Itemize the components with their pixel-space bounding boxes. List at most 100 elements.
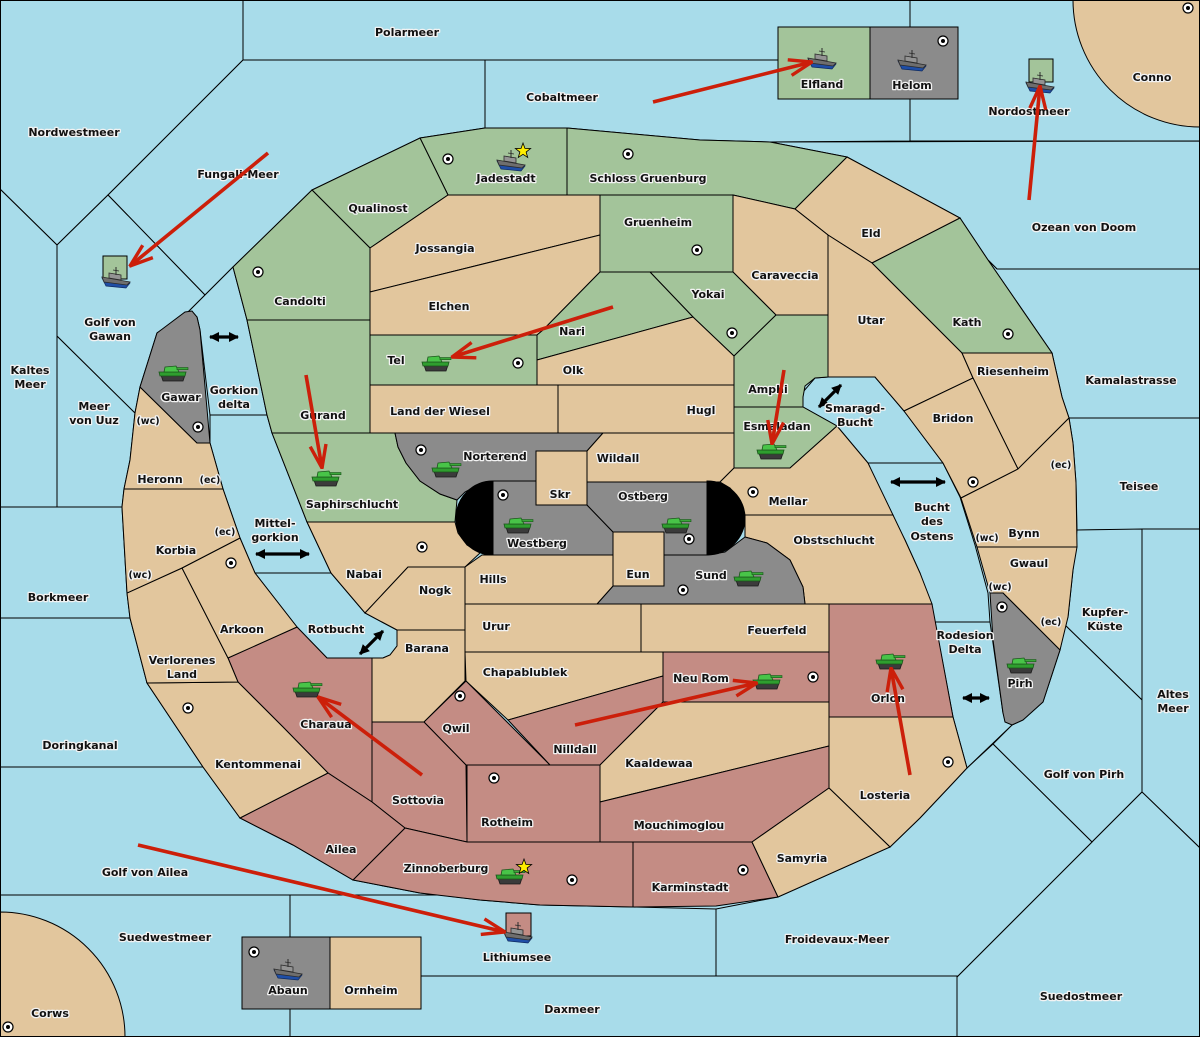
label-smaragd-bucht: Smaragd-Bucht xyxy=(825,402,885,429)
province-teisee[interactable] xyxy=(1068,417,1200,531)
label-lithiumsee: Lithiumsee xyxy=(483,951,551,964)
label-jossangia: Jossangia xyxy=(414,242,474,255)
label-line: Delta xyxy=(948,643,981,656)
label-bynn: Bynn xyxy=(1008,527,1039,540)
label-rotbucht: Rotbucht xyxy=(308,623,365,636)
coast-label: (wc) xyxy=(975,533,998,544)
label-westberg: Westberg xyxy=(507,537,567,550)
label-saphirschlucht: Saphirschlucht xyxy=(306,498,398,511)
label-caraveccia: Caraveccia xyxy=(751,269,818,282)
label-utar: Utar xyxy=(857,314,885,327)
supply-center-icon xyxy=(807,671,819,683)
label-daxmeer: Daxmeer xyxy=(544,1003,600,1016)
unit-owner-marker-nordostmeer xyxy=(1028,58,1054,83)
label-samyria: Samyria xyxy=(777,852,828,865)
label-kupfer-kueste: Kupfer-Küste xyxy=(1082,606,1128,633)
impassable-cap-west xyxy=(455,480,494,556)
supply-center-icon xyxy=(416,541,428,553)
label-sottovia: Sottovia xyxy=(392,794,444,807)
label-feuerfeld: Feuerfeld xyxy=(747,624,806,637)
label-doringkanal: Doringkanal xyxy=(42,739,117,752)
order-arrow-nari-to-tel xyxy=(452,305,614,357)
label-hills: Hills xyxy=(479,573,507,586)
order-arrow-fungali-meer-to-golf-von-gawan xyxy=(130,151,270,266)
star-icon xyxy=(515,857,533,875)
label-line: Gawan xyxy=(89,330,131,343)
label-chapablublek: Chapablublek xyxy=(483,666,568,679)
province-gruenheim[interactable] xyxy=(599,194,734,273)
order-arrow-sottovia-to-charaua xyxy=(318,697,424,777)
order-arrow-losteria-to-orlon xyxy=(891,668,912,776)
supply-center-icon xyxy=(937,35,949,47)
order-arrows xyxy=(130,62,1040,932)
label-line: Land xyxy=(167,668,197,681)
province-karminstadt[interactable] xyxy=(632,841,779,908)
province-rotheim[interactable] xyxy=(466,764,601,843)
province-sund[interactable] xyxy=(595,536,806,605)
province-samyria[interactable] xyxy=(751,787,891,898)
label-mellar: Mellar xyxy=(769,495,808,508)
label-kamalastrasse: Kamalastrasse xyxy=(1085,374,1176,387)
label-ozean-von-doom: Ozean von Doom xyxy=(1032,221,1136,234)
label-charaua: Charaua xyxy=(300,718,351,731)
label-bridon: Bridon xyxy=(933,412,974,425)
coast-label: (ec) xyxy=(1041,617,1062,628)
label-helom: Helom xyxy=(892,79,931,92)
coast-label: (ec) xyxy=(1051,460,1072,471)
label-sund: Sund xyxy=(695,569,726,582)
label-line: Ostens xyxy=(911,530,954,543)
label-schloss-gruenburg: Schloss Gruenburg xyxy=(589,172,706,185)
label-line: Meer xyxy=(14,378,46,391)
supply-center-icon xyxy=(622,148,634,160)
province-kaltes-meer[interactable] xyxy=(0,188,58,508)
label-gruenheim: Gruenheim xyxy=(624,216,692,229)
label-line: Bucht xyxy=(914,501,950,514)
label-line: Verlorenes xyxy=(149,654,216,667)
province-corws[interactable] xyxy=(0,911,126,1037)
label-norterend: Norterend xyxy=(463,450,527,463)
label-polarmeer: Polarmeer xyxy=(375,26,440,39)
label-golf-von-pirh: Golf von Pirh xyxy=(1044,768,1124,781)
supply-center-icon xyxy=(2,1021,14,1033)
strait-arrows xyxy=(209,332,990,703)
label-teisee: Teisee xyxy=(1120,480,1159,493)
label-line: Küste xyxy=(1087,620,1122,633)
label-pirh: Pirh xyxy=(1007,677,1032,690)
label-urur: Urur xyxy=(482,620,510,633)
label-golf-von-ailea: Golf von Ailea xyxy=(102,866,188,879)
province-zinnoberburg[interactable] xyxy=(351,827,634,908)
supply-center-icon xyxy=(488,772,500,784)
label-line: Smaragd- xyxy=(825,402,885,415)
label-skr: Skr xyxy=(550,488,571,501)
province-conno[interactable] xyxy=(1072,0,1200,128)
province-ornheim[interactable] xyxy=(329,936,422,1010)
double-arrow-icon xyxy=(817,383,843,409)
supply-center-icon xyxy=(677,584,689,596)
label-line: Altes xyxy=(1157,688,1189,701)
supply-center-icon xyxy=(726,327,738,339)
label-gawar: Gawar xyxy=(161,391,201,404)
label-nari: Nari xyxy=(559,325,585,338)
label-hugl: Hugl xyxy=(687,404,716,417)
order-arrow-gurand-to-saphirschlucht xyxy=(304,374,322,468)
label-corws: Corws xyxy=(31,1007,69,1020)
label-cobaltmeer: Cobaltmeer xyxy=(526,91,598,104)
label-arkoon: Arkoon xyxy=(220,623,264,636)
supply-center-icon xyxy=(683,533,695,545)
label-korbia: Korbia xyxy=(156,544,196,557)
supply-center-icon xyxy=(225,557,237,569)
label-fungali-meer: Fungali-Meer xyxy=(197,168,279,181)
label-barana: Barana xyxy=(405,642,449,655)
province-nabai[interactable] xyxy=(306,521,481,614)
impassable-cap-east xyxy=(706,480,746,556)
label-line: Kupfer- xyxy=(1082,606,1128,619)
province-pirh[interactable] xyxy=(989,592,1061,726)
supply-center-icon xyxy=(415,444,427,456)
supply-center-icon xyxy=(182,702,194,714)
